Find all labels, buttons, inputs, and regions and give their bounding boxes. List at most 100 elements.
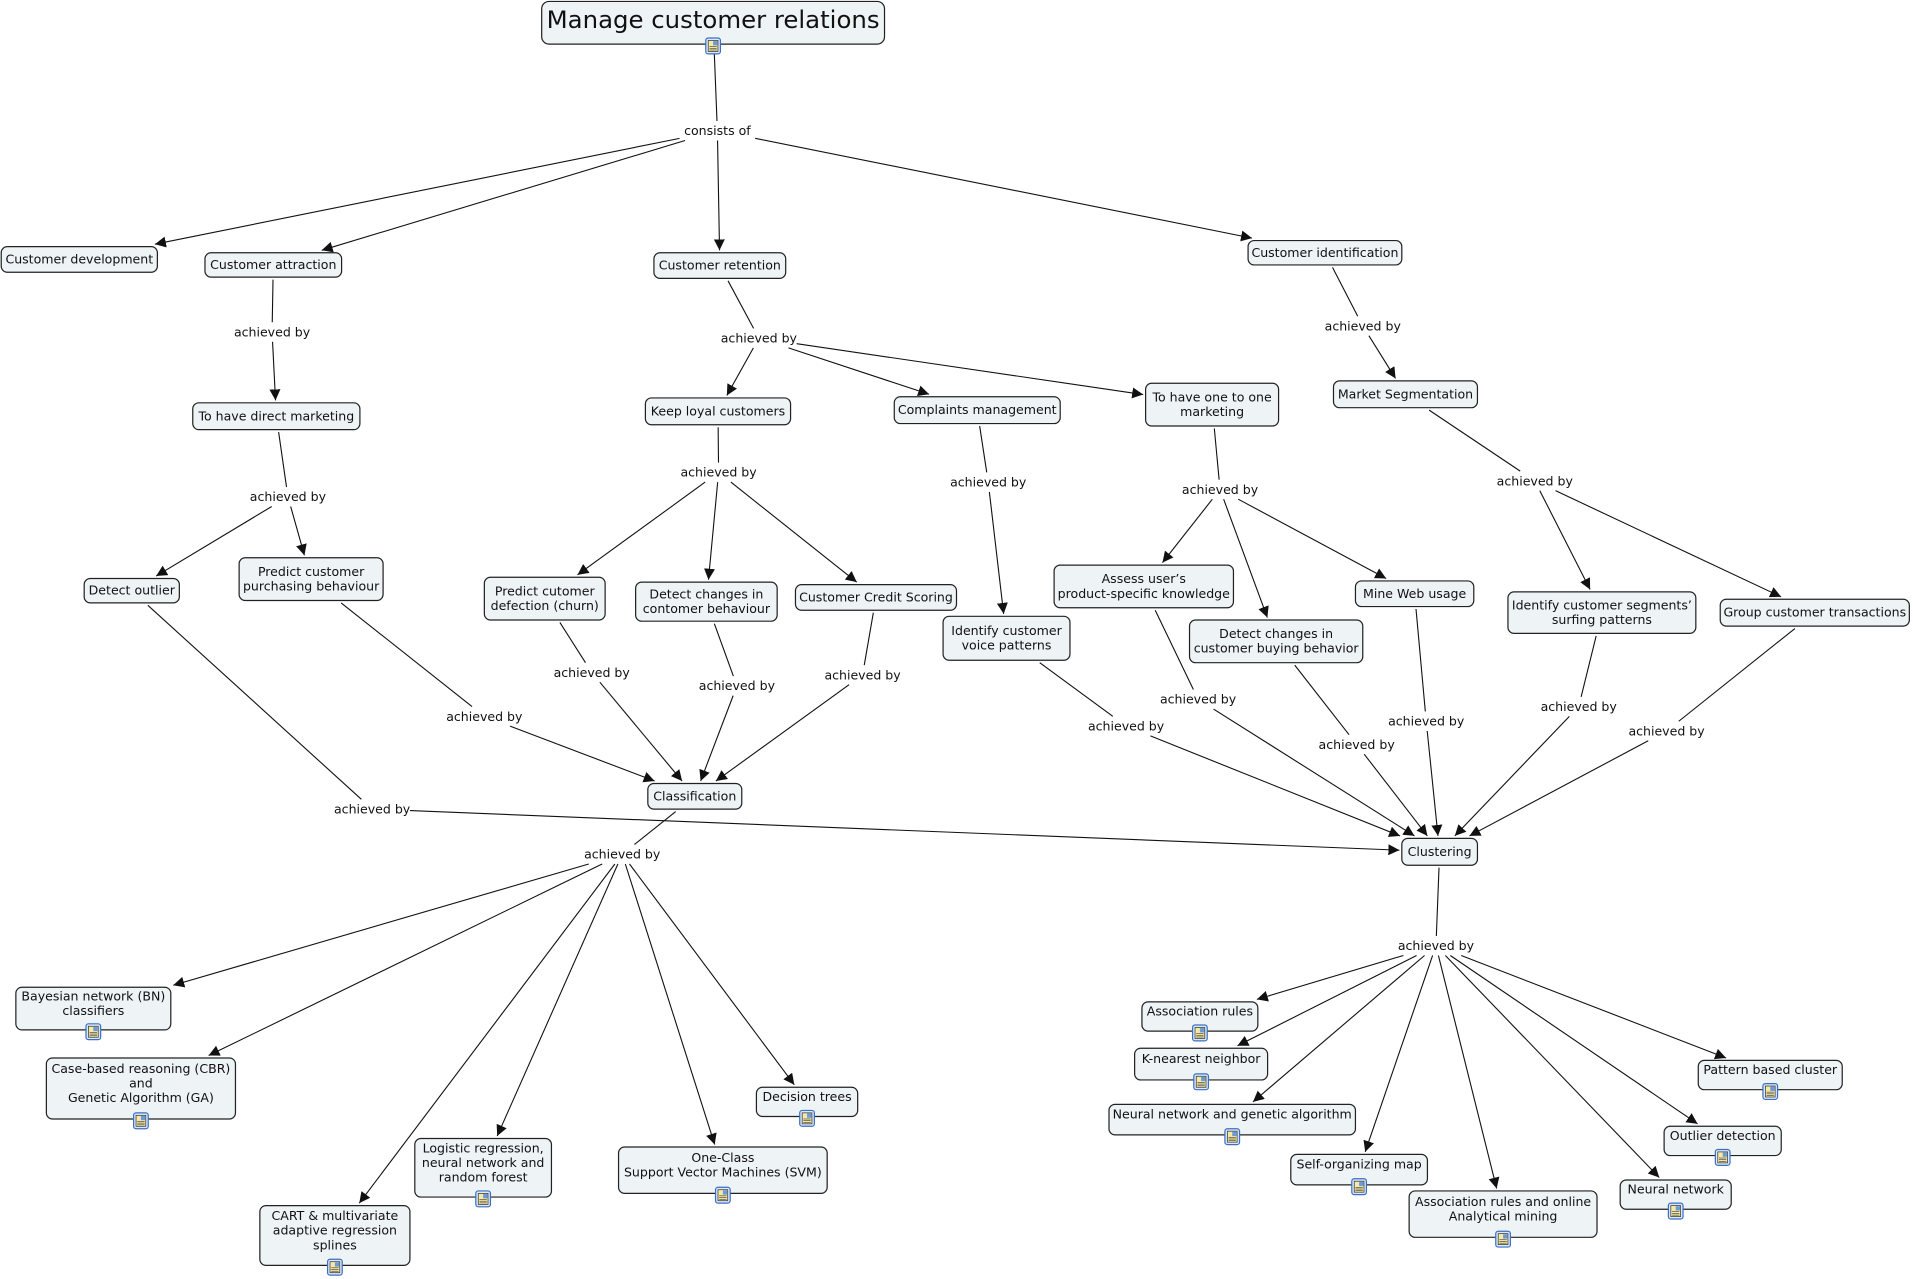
- concept-box[interactable]: [1144, 382, 1280, 427]
- concept-box[interactable]: [0, 246, 158, 273]
- resource-image-icon[interactable]: [1667, 1202, 1684, 1220]
- linking-phrase[interactable]: achieved by: [1160, 692, 1237, 707]
- concept-b4[interactable]: Self-organizing map: [1290, 1153, 1429, 1196]
- resource-image-icon[interactable]: [1193, 1073, 1210, 1091]
- resource-image-icon[interactable]: [1191, 1024, 1208, 1042]
- linking-phrase[interactable]: achieved by: [824, 667, 901, 682]
- concept-box[interactable]: [1247, 239, 1403, 266]
- linking-phrase[interactable]: achieved by: [1541, 699, 1618, 714]
- linking-phrase[interactable]: achieved by: [1088, 719, 1165, 734]
- resource-image-icon[interactable]: [326, 1258, 343, 1276]
- concept-c18[interactable]: Market Segmentation: [1332, 380, 1479, 409]
- linking-phrase[interactable]: achieved by: [699, 678, 776, 693]
- concept-box[interactable]: [483, 576, 606, 621]
- linking-phrase[interactable]: achieved by: [1398, 938, 1475, 953]
- concept-c1[interactable]: Customer development: [0, 246, 158, 273]
- concept-box[interactable]: [647, 782, 743, 810]
- linking-phrase[interactable]: achieved by: [584, 847, 661, 862]
- concept-b3[interactable]: Neural network and genetic algorithm: [1108, 1103, 1357, 1146]
- resource-image-icon[interactable]: [714, 1186, 731, 1204]
- concept-box[interactable]: [635, 581, 778, 622]
- concept-c3[interactable]: Customer retention: [653, 252, 787, 279]
- concept-box[interactable]: [1507, 591, 1697, 635]
- concept-c2[interactable]: Customer attraction: [204, 252, 343, 278]
- connector-line: [634, 811, 677, 845]
- linking-phrase[interactable]: achieved by: [1497, 473, 1574, 488]
- concept-box[interactable]: [204, 252, 343, 278]
- arrow-connector: [624, 863, 717, 1145]
- concept-box[interactable]: [1188, 619, 1364, 664]
- linking-phrase[interactable]: achieved by: [680, 465, 757, 480]
- concept-a6[interactable]: Decision trees: [755, 1086, 859, 1127]
- resource-image-icon[interactable]: [799, 1109, 815, 1127]
- arrow-connector: [358, 863, 616, 1204]
- linking-phrase[interactable]: achieved by: [446, 709, 523, 724]
- concept-c9[interactable]: Complaints management: [893, 396, 1061, 425]
- resource-image-icon[interactable]: [705, 37, 722, 55]
- linking-phrase[interactable]: achieved by: [1319, 737, 1396, 752]
- concept-box[interactable]: [1401, 837, 1479, 866]
- concept-clust[interactable]: Clustering: [1401, 837, 1479, 866]
- concept-box[interactable]: [893, 396, 1061, 425]
- linking-phrase[interactable]: achieved by: [1388, 714, 1465, 729]
- concept-box[interactable]: [794, 583, 958, 611]
- resource-image-icon[interactable]: [1762, 1082, 1779, 1101]
- concept-c20[interactable]: Group customer transactions: [1719, 598, 1910, 627]
- resource-image-icon[interactable]: [1714, 1148, 1731, 1166]
- linking-phrase[interactable]: achieved by: [721, 331, 798, 346]
- concept-box[interactable]: [83, 577, 180, 604]
- linking-phrase[interactable]: achieved by: [250, 489, 327, 504]
- concept-box[interactable]: [653, 252, 787, 279]
- arrow-connector: [730, 481, 858, 583]
- concept-root[interactable]: Manage customer relations: [541, 0, 886, 55]
- concept-b8[interactable]: Pattern based cluster: [1697, 1059, 1843, 1101]
- concept-c5[interactable]: To have direct marketing: [192, 402, 361, 431]
- linking-phrase[interactable]: achieved by: [334, 801, 411, 816]
- linking-phrase[interactable]: achieved by: [234, 324, 311, 339]
- concept-b6[interactable]: Neural network: [1619, 1179, 1732, 1220]
- linking-phrase[interactable]: achieved by: [950, 475, 1027, 490]
- concept-a1[interactable]: Bayesian network (BN)classifiers: [15, 986, 172, 1041]
- concept-b1[interactable]: Association rules: [1141, 1001, 1259, 1042]
- concept-c6[interactable]: Detect outlier: [83, 577, 180, 604]
- concept-c8[interactable]: Keep loyal customers: [644, 397, 792, 426]
- resource-image-icon[interactable]: [85, 1023, 102, 1041]
- resource-image-icon[interactable]: [1351, 1178, 1368, 1196]
- resource-image-icon[interactable]: [1224, 1128, 1241, 1146]
- concept-c13[interactable]: Customer Credit Scoring: [794, 583, 958, 611]
- concept-box[interactable]: [238, 557, 384, 602]
- concept-box[interactable]: [644, 397, 792, 426]
- concept-class[interactable]: Classification: [647, 782, 743, 810]
- linking-phrase[interactable]: achieved by: [1182, 482, 1259, 497]
- concept-box[interactable]: [1354, 580, 1475, 608]
- concept-b2[interactable]: K-nearest neighbor: [1134, 1047, 1269, 1091]
- resource-image-icon[interactable]: [475, 1190, 492, 1208]
- concept-b7[interactable]: Outlier detection: [1663, 1125, 1782, 1166]
- linking-phrase[interactable]: consists of: [684, 123, 751, 138]
- resource-image-icon[interactable]: [132, 1112, 149, 1130]
- concept-c4[interactable]: Customer identification: [1247, 239, 1403, 266]
- concept-c17[interactable]: Mine Web usage: [1354, 580, 1475, 608]
- concept-c19[interactable]: Identify customer segments’surfing patte…: [1507, 591, 1697, 635]
- resource-image-icon[interactable]: [1495, 1230, 1512, 1248]
- concept-box[interactable]: [192, 402, 361, 431]
- linking-phrase[interactable]: achieved by: [1325, 318, 1402, 333]
- concept-box[interactable]: [942, 615, 1071, 661]
- concept-box[interactable]: [1053, 564, 1235, 609]
- linking-phrase[interactable]: achieved by: [554, 665, 631, 680]
- concept-box[interactable]: [1719, 598, 1910, 627]
- concept-box[interactable]: [1332, 380, 1479, 409]
- linking-phrase[interactable]: achieved by: [1628, 723, 1705, 738]
